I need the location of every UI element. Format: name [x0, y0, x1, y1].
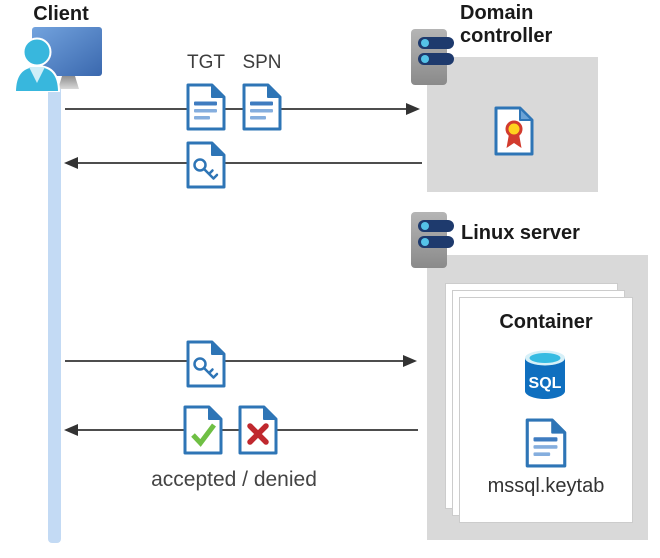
keytab-filename-label: mssql.keytab: [487, 475, 605, 497]
reply-arrowhead-client: [64, 157, 78, 169]
domain-controller-server-icon: [410, 28, 456, 86]
keytab-document-icon: [525, 418, 567, 468]
request-arrowhead-linux: [403, 355, 417, 367]
client-lifeline: [48, 88, 61, 543]
request-arrow-line-dc: [65, 108, 407, 110]
result-arrowhead-client: [64, 424, 78, 436]
denied-document-icon: [238, 405, 278, 455]
container-card-front: [459, 297, 633, 523]
reply-arrow-line-dc: [78, 162, 422, 164]
sql-badge-text: SQL: [529, 375, 562, 392]
client-title: Client: [33, 3, 89, 25]
certificate-document-icon: [494, 106, 534, 156]
domain-controller-title: Domain controller: [460, 2, 553, 47]
request-arrowhead-dc: [406, 103, 420, 115]
spn-document-icon: [242, 83, 282, 131]
accepted-denied-label: accepted / denied: [151, 468, 317, 491]
accepted-document-icon: [183, 405, 223, 455]
sql-database-icon: SQL: [523, 349, 567, 400]
container-title: Container: [499, 311, 593, 333]
key-ticket-document-icon-2: [186, 340, 226, 388]
key-ticket-document-icon: [186, 141, 226, 189]
linux-server-title: Linux server: [461, 222, 580, 244]
request-arrow-line-linux: [65, 360, 404, 362]
tgt-document-icon: [186, 83, 226, 131]
linux-server-icon: [410, 211, 456, 269]
spn-label: SPN: [242, 52, 282, 73]
tgt-label: TGT: [187, 52, 225, 73]
client-computer-user-icon: [12, 26, 104, 92]
